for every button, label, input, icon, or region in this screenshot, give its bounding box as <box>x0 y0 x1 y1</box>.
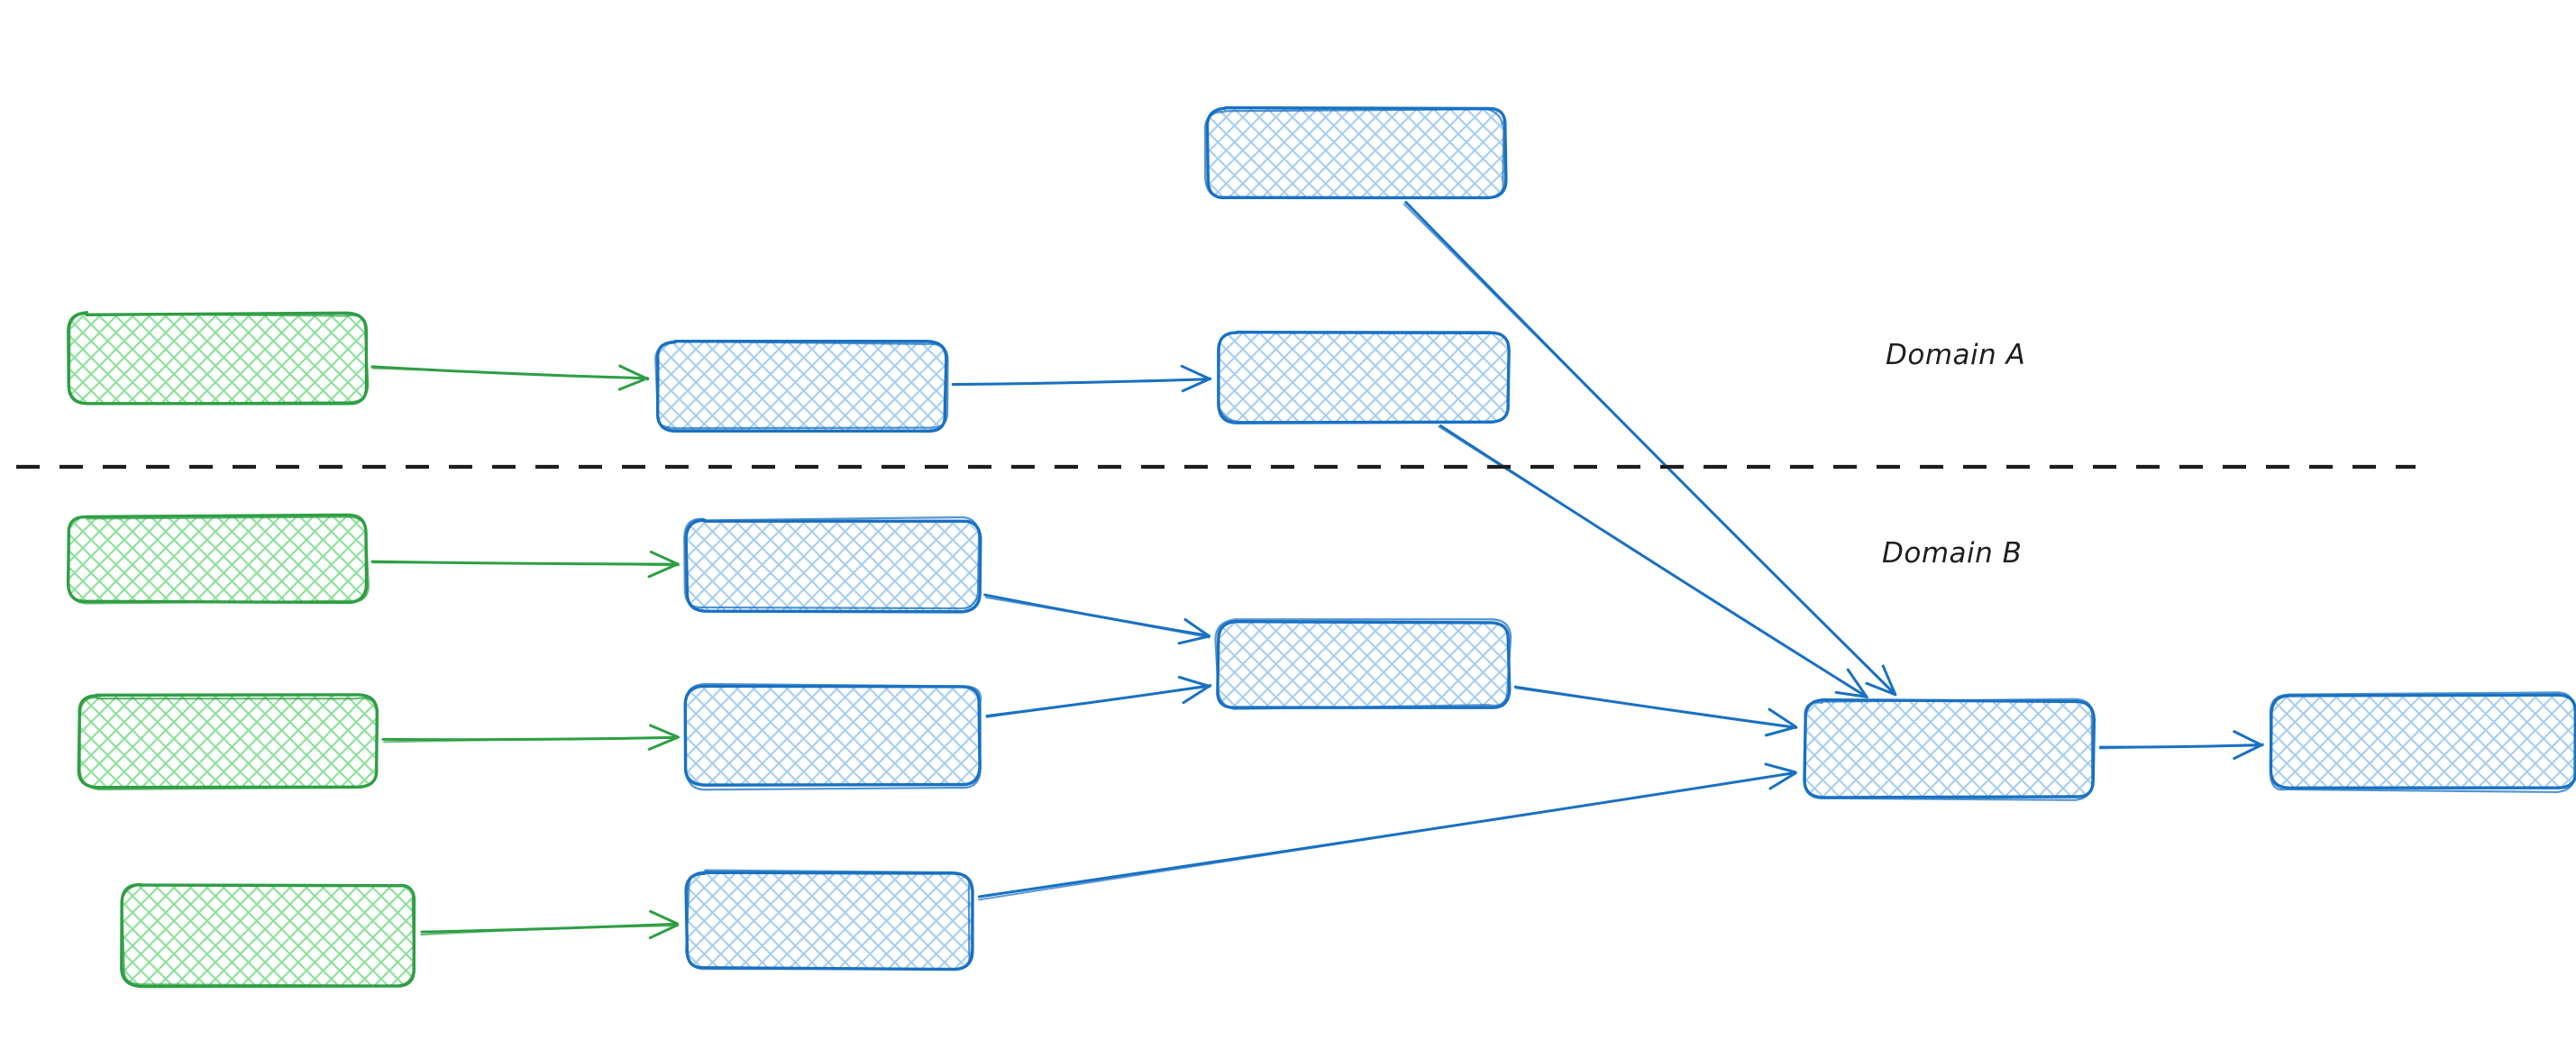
node-fill <box>687 687 979 786</box>
node-outline <box>78 697 378 791</box>
node-fill <box>656 341 946 431</box>
node-fill <box>1208 108 1505 198</box>
node-b-blue-hub[interactable] <box>1803 698 2096 801</box>
edge-arrowhead <box>2233 743 2264 761</box>
node-outline <box>683 515 981 610</box>
node-outline <box>2269 691 2576 794</box>
edge-arrowhead <box>648 924 679 940</box>
edge-arrowhead <box>617 377 649 391</box>
node-outline <box>1804 698 2094 801</box>
node-b-green-1[interactable] <box>66 513 370 605</box>
node-outline <box>121 883 416 987</box>
edge-arrowhead <box>649 550 680 566</box>
node-outline <box>1214 618 1512 710</box>
edge-arrowhead <box>1182 684 1212 705</box>
edge-shaft <box>984 596 1210 639</box>
edge-shaft <box>371 367 648 380</box>
edge-arrowhead <box>1865 681 1896 696</box>
edges-layer <box>370 200 2264 940</box>
node-fill <box>79 696 377 786</box>
nodes-layer <box>66 105 2576 989</box>
edge-arrowhead <box>1181 377 1212 393</box>
node-b-blue-3[interactable] <box>684 869 974 971</box>
edge-shaft <box>978 771 1796 901</box>
edge-arrowhead <box>649 909 679 926</box>
edge-arrowhead <box>1768 707 1797 728</box>
edge-edge-hub-to-final <box>2098 730 2264 761</box>
edge-edge-b-blue-3-to-hub <box>977 762 1797 901</box>
edge-shaft <box>383 736 679 743</box>
edge-shaft <box>1402 203 1896 696</box>
node-b-blue-merge[interactable] <box>1214 618 1512 710</box>
edge-edge-a-blue-top-to-hub <box>1402 200 1897 697</box>
node-outline <box>67 515 370 605</box>
edge-edge-b-blue-2-to-merge <box>985 675 1212 718</box>
node-a-blue-1[interactable] <box>654 340 949 433</box>
node-b-blue-2[interactable] <box>683 682 982 791</box>
node-outline <box>1204 108 1505 199</box>
node-outline <box>684 682 982 791</box>
edge-edge-merge-to-hub <box>1513 685 1798 737</box>
edge-edge-b-green-3-to-b-blue-3 <box>420 909 680 940</box>
edge-shaft <box>372 561 680 567</box>
node-b-blue-final[interactable] <box>2269 691 2576 794</box>
edge-arrowhead <box>1177 675 1211 689</box>
node-a-blue-2[interactable] <box>1217 330 1511 424</box>
edge-edge-a-blue-1-to-a-blue-2 <box>951 364 1212 393</box>
node-fill <box>69 515 366 602</box>
edge-shaft <box>1438 425 1868 698</box>
node-fill <box>687 872 972 968</box>
node-fill <box>2271 696 2576 789</box>
edge-edge-b-green-2-to-b-blue-2 <box>381 724 681 751</box>
edge-shaft <box>986 685 1211 718</box>
domain-a-label: Domain A <box>1886 339 2025 371</box>
edge-arrowhead <box>647 562 679 579</box>
domain-labels-layer: Domain A Domain B <box>1882 339 2025 570</box>
edge-edge-b-green-1-to-b-blue-1 <box>370 550 680 579</box>
edge-arrowhead <box>649 724 680 739</box>
edge-arrowhead <box>1177 634 1210 645</box>
node-b-blue-1[interactable] <box>683 515 982 614</box>
node-a-green-1[interactable] <box>67 310 370 406</box>
edge-arrowhead <box>2233 730 2264 747</box>
node-fill <box>687 521 979 611</box>
edge-shaft <box>953 379 1210 387</box>
edge-arrowhead <box>1180 364 1211 380</box>
node-fill <box>69 314 366 404</box>
edge-shaft <box>420 922 679 934</box>
edge-arrowhead <box>1768 771 1797 790</box>
edge-arrowhead <box>647 735 681 751</box>
node-outline <box>654 340 949 430</box>
node-fill <box>123 885 415 986</box>
edge-arrowhead <box>618 364 650 381</box>
node-fill <box>1804 701 2093 797</box>
edge-edge-b-blue-1-to-merge <box>983 593 1211 645</box>
edge-shaft <box>1515 687 1797 729</box>
edge-shaft <box>420 925 680 936</box>
edge-edge-a-blue-2-to-hub <box>1438 424 1868 699</box>
node-fill <box>1219 332 1509 422</box>
node-a-blue-top[interactable] <box>1204 105 1508 200</box>
edge-arrowhead <box>1764 725 1798 737</box>
edge-shaft <box>983 593 1211 638</box>
node-b-green-2[interactable] <box>77 693 379 791</box>
edge-shaft <box>2098 744 2263 750</box>
node-b-green-3[interactable] <box>120 882 416 989</box>
edge-arrowhead <box>1834 690 1868 698</box>
node-outline <box>1217 331 1511 424</box>
domain-b-label: Domain B <box>1882 537 2022 570</box>
node-fill <box>1219 622 1509 708</box>
edge-arrowhead <box>1846 668 1868 699</box>
node-outline <box>68 310 370 406</box>
edge-arrowhead <box>1183 617 1211 638</box>
edge-arrowhead <box>1764 762 1796 774</box>
edge-edge-a-green-1-to-a-blue-1 <box>370 364 650 391</box>
node-outline <box>685 869 971 971</box>
edge-arrowhead <box>1881 664 1897 696</box>
